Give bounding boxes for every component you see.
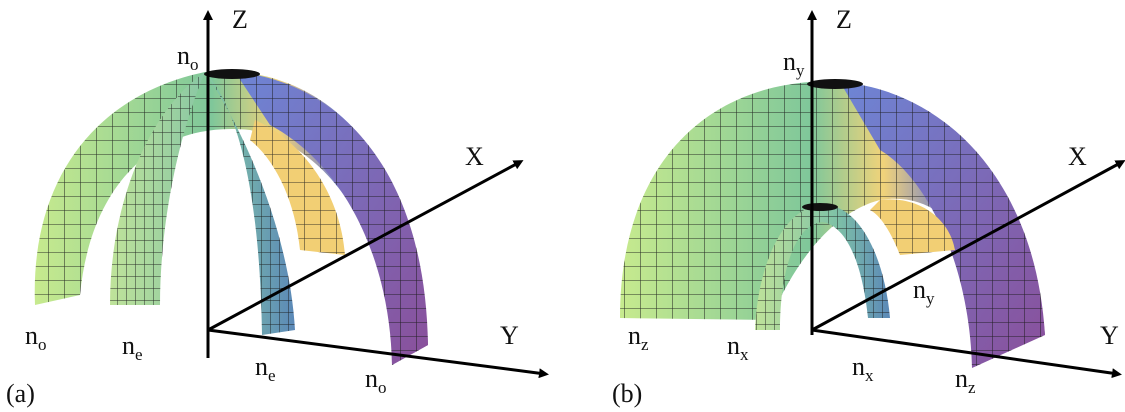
panel-b: Z X Y ny nz nx ny nx nz (b) [612, 5, 1125, 408]
y-axis [207, 328, 549, 379]
label-bottom-inner: ne [255, 352, 276, 385]
label-left-outer: no [25, 321, 47, 354]
y-axis-label: Y [1100, 321, 1119, 350]
label-top: no [177, 41, 199, 74]
label-top: ny [783, 47, 805, 80]
label-left-outer: nz [628, 321, 649, 354]
label-left-inner: nx [727, 331, 749, 364]
z-axis-label: Z [836, 5, 852, 34]
x-axis [207, 160, 524, 332]
y-axis [811, 328, 1122, 379]
y-axis-label: Y [500, 321, 519, 350]
x-axis-label: X [1068, 142, 1087, 171]
label-bottom-outer: no [365, 364, 387, 397]
label-bottom-inner: nx [852, 352, 874, 385]
label-left-inner: ne [122, 331, 143, 364]
label-inner-right: ny [913, 275, 935, 308]
panel-a: Z X Y no no ne ne no (a) [6, 5, 549, 408]
x-axis-label: X [465, 142, 484, 171]
panel-label-b: (b) [612, 379, 642, 408]
x-axis [811, 160, 1125, 332]
panel-label-a: (a) [6, 379, 35, 408]
label-bottom-outer: nz [955, 364, 976, 397]
z-axis-label: Z [232, 5, 248, 34]
